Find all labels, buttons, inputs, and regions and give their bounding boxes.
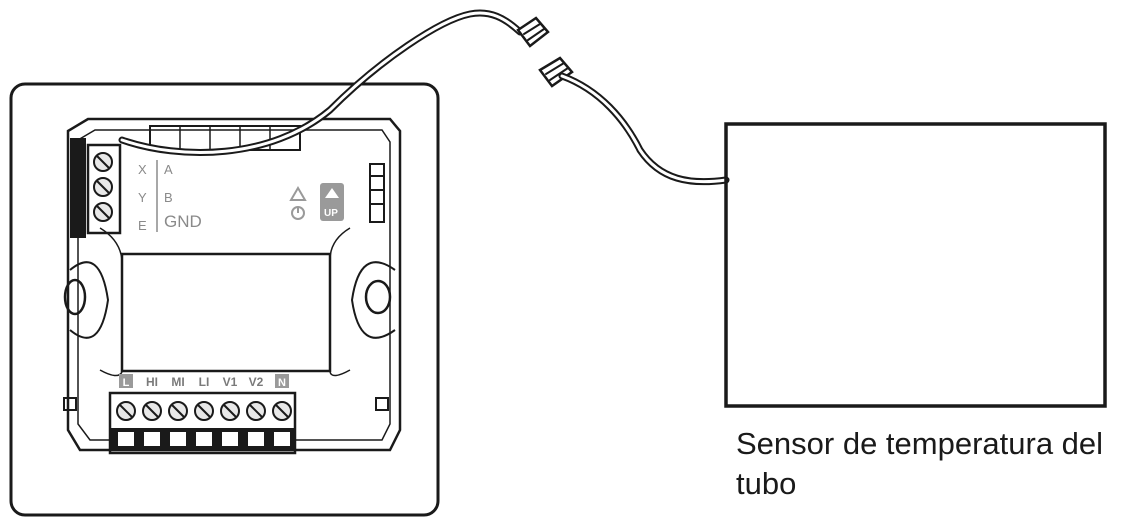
terminal-label-n: N xyxy=(278,377,286,389)
bottom-screw-l xyxy=(116,401,136,446)
sensor-cable xyxy=(118,9,730,186)
up-button-body[interactable] xyxy=(320,183,344,221)
terminal-label-y: Y xyxy=(138,190,147,205)
side-switch-block xyxy=(369,163,385,223)
terminal-label-hi: HI xyxy=(146,375,158,389)
terminal-label-gnd: GND xyxy=(164,212,202,231)
terminal-label-mi: MI xyxy=(171,375,184,389)
sensor-caption: Sensor de temperatura del tubo xyxy=(736,424,1116,504)
left-screw-2 xyxy=(93,177,113,197)
faceplate-frame xyxy=(9,82,440,517)
terminal-label-v2: V2 xyxy=(249,375,264,389)
terminal-label-e: E xyxy=(138,218,147,233)
terminal-label-box-n xyxy=(275,374,289,388)
terminal-label-a: A xyxy=(164,162,173,177)
left-screw-3 xyxy=(93,202,113,222)
bottom-screw-li xyxy=(194,401,214,446)
terminal-label-x: X xyxy=(138,162,147,177)
mount-hole-left xyxy=(63,278,87,316)
up-arrow-icon xyxy=(325,188,339,198)
cable-plug-top xyxy=(516,16,550,48)
left-terminal-block: X Y E A B GND xyxy=(70,138,202,238)
status-indicators xyxy=(289,186,307,220)
bottom-screw-mi xyxy=(168,401,188,446)
mounting-plate-inner xyxy=(77,129,391,441)
terminal-label-li: LI xyxy=(199,375,210,389)
display-window xyxy=(120,252,332,373)
terminal-label-l: L xyxy=(123,377,130,389)
bottom-screw-v1 xyxy=(220,401,240,446)
left-screw-1 xyxy=(93,152,113,172)
mount-hole-right xyxy=(364,279,392,315)
up-button-label: UP xyxy=(324,208,338,219)
cable-to-sensor xyxy=(558,72,730,186)
up-button[interactable]: UP xyxy=(320,183,344,221)
thermostat-base xyxy=(9,82,440,517)
caption-line-1: Sensor de temperatura del xyxy=(736,426,1104,461)
bottom-screw-v2 xyxy=(246,401,266,446)
terminal-label-b: B xyxy=(164,190,173,205)
pipe-temperature-sensor xyxy=(724,122,1107,408)
bottom-screw-n xyxy=(272,401,292,446)
terminal-label-box-l xyxy=(119,374,133,388)
cable-plug-bottom xyxy=(538,56,574,88)
bottom-terminal-block: L HI MI LI V1 V2 N xyxy=(108,374,297,455)
left-terminal-bar xyxy=(70,138,86,238)
bottom-screw-hi xyxy=(142,401,162,446)
mounting-plate xyxy=(66,117,402,452)
terminal-label-v1: V1 xyxy=(223,375,238,389)
warning-icon xyxy=(289,186,307,201)
caption-line-2: tubo xyxy=(736,466,797,501)
